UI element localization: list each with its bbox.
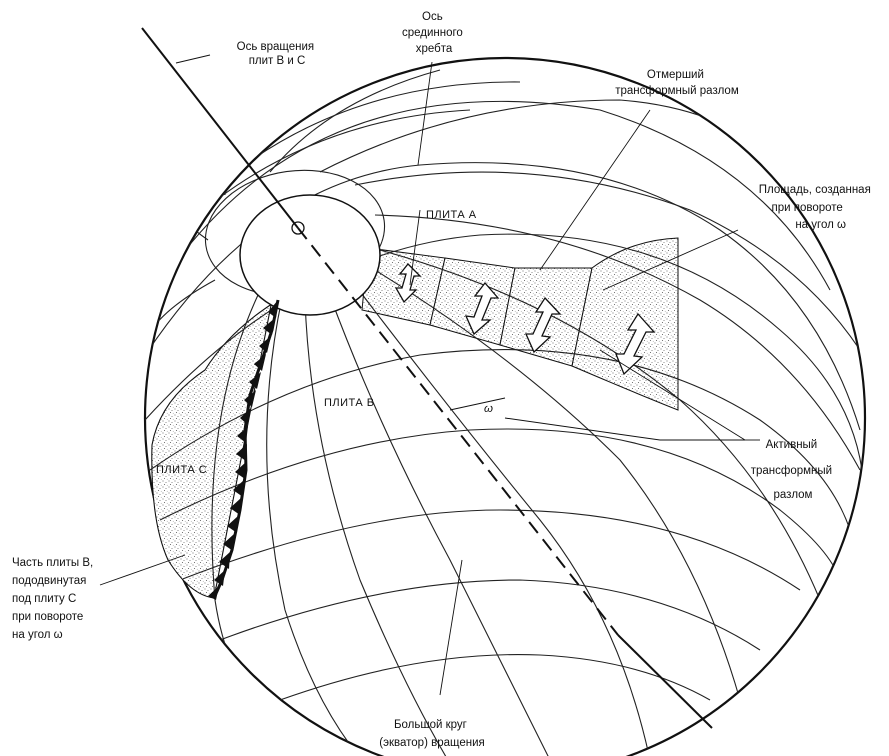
rotation-axis-dashed [297, 227, 619, 636]
label-plate-a: ПЛИТА А [426, 209, 477, 221]
new-crust-zone [571, 237, 679, 411]
label-active-transform: Активный трансформный разлом [751, 439, 836, 501]
rotation-angle [449, 397, 661, 441]
rotation-pole-cap [239, 194, 381, 316]
leader-lines [99, 54, 760, 696]
rotation-axis-line-bottom [617, 634, 713, 729]
label-plate-c: ПЛИТА С [156, 464, 207, 476]
label-rotation-axis: Ось вращения плит В и С [237, 41, 318, 67]
spreading-arrow [524, 296, 562, 354]
label-great-circle: Большой круг (экватор) вращения [379, 719, 484, 749]
spreading-arrows [394, 263, 656, 376]
spreading-arrow [464, 281, 500, 336]
label-omega: ω [484, 403, 493, 415]
globe-outline [144, 57, 866, 756]
label-subducted-part: Часть плиты В, пододвинутая под плиту С … [12, 557, 96, 641]
diagram-labels: Ось вращения плит В и С Ось срединного х… [12, 11, 874, 749]
spreading-arrow [615, 312, 656, 376]
spreading-arrow [394, 263, 422, 304]
label-dead-transform: Отмерший трансформный разлом [615, 69, 739, 97]
label-area-created: Площадь, созданная при повороте на угол … [759, 184, 874, 231]
label-plate-b: ПЛИТА В [324, 397, 375, 409]
subduction-zone [208, 299, 280, 600]
label-ridge-axis: Ось срединного хребта [402, 11, 466, 55]
rotation-axis-line [141, 27, 299, 229]
